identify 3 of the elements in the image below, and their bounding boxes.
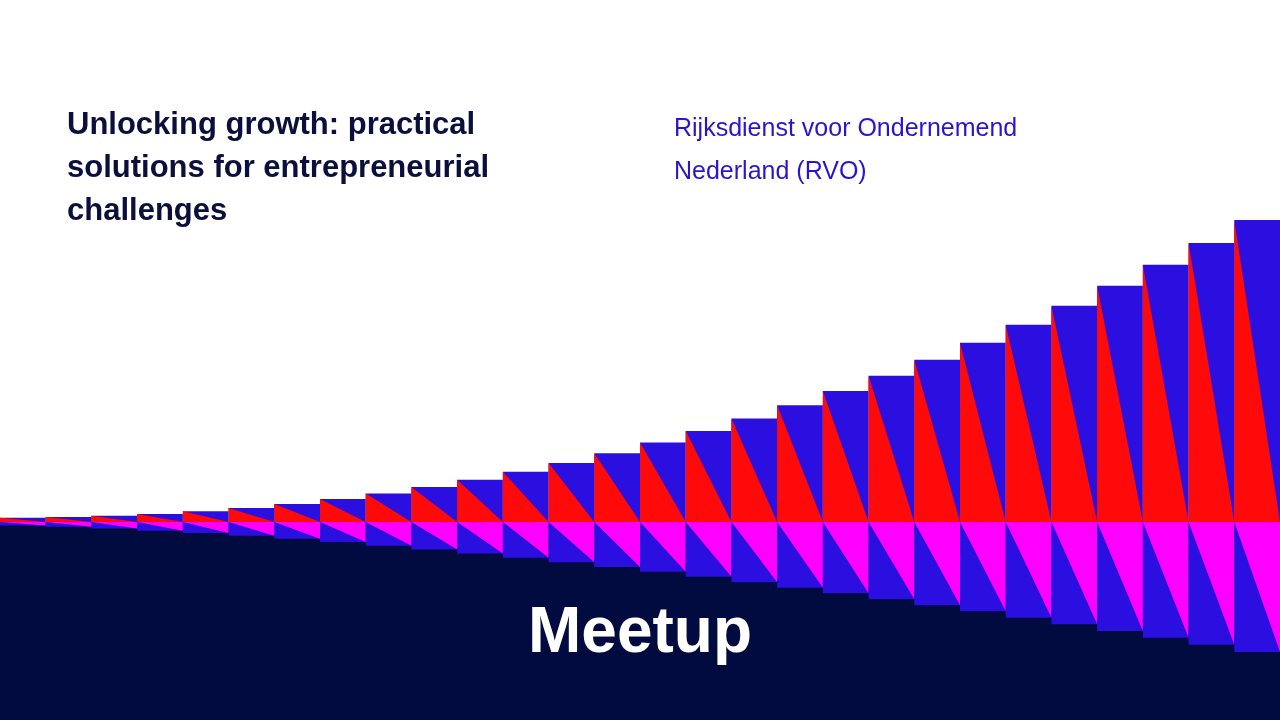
organization-name: Rijksdienst voor Ondernemend Nederland (RVO) — [674, 112, 1019, 186]
slide-title: Unlocking growth: practical solutions for entrepreneurial challenges — [67, 105, 490, 229]
event-type-heading: Meetup — [527, 593, 753, 668]
